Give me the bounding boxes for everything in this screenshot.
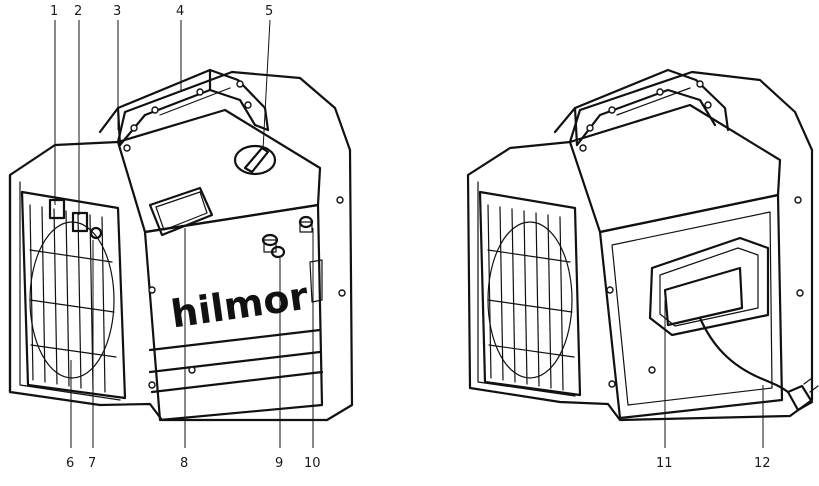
callout-5: 5 xyxy=(265,4,273,19)
power-cord xyxy=(698,316,819,412)
callout-3: 3 xyxy=(113,4,121,19)
callout-8: 8 xyxy=(180,456,188,471)
rear-carry-handle xyxy=(553,68,730,152)
front-view-unit: hilmor xyxy=(8,68,354,422)
fan-switch xyxy=(71,211,89,233)
callout-10: 10 xyxy=(304,456,321,471)
rear-view-unit xyxy=(466,68,819,422)
control-knob xyxy=(233,144,277,176)
outlet-port xyxy=(298,215,314,233)
front-fan-grill xyxy=(29,204,117,393)
callout-6: 6 xyxy=(66,456,74,471)
carry-handle xyxy=(98,68,270,152)
callout-1: 1 xyxy=(50,4,58,19)
callout-2: 2 xyxy=(74,4,82,19)
callout-leaders xyxy=(54,19,764,448)
callout-labels: 1 2 3 4 5 6 7 8 9 10 11 12 xyxy=(50,4,771,471)
callout-7: 7 xyxy=(88,456,96,471)
callout-12: 12 xyxy=(754,456,771,471)
callout-4: 4 xyxy=(176,4,184,19)
rear-fan-grill xyxy=(487,204,575,391)
fuse-holder xyxy=(89,226,103,240)
callout-9: 9 xyxy=(275,456,283,471)
inlet-port xyxy=(261,233,286,259)
callout-11: 11 xyxy=(656,456,673,471)
cord-storage xyxy=(648,236,770,337)
power-switch xyxy=(48,198,66,220)
display-window xyxy=(148,186,214,237)
brand-logo: hilmor xyxy=(168,274,311,337)
